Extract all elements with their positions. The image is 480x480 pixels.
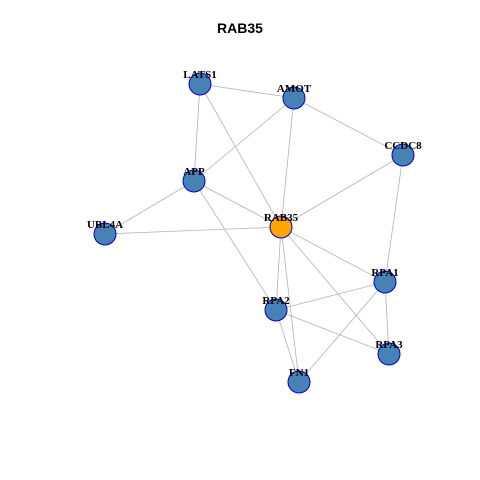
node-circle-ccdc8 — [391, 143, 415, 167]
edge-lats1-app — [193, 83, 201, 182]
node-circle-amot — [282, 86, 306, 110]
node-fn1: FN1 — [287, 367, 311, 394]
node-circle-app — [182, 169, 206, 193]
node-label-rpa2: RPA2 — [262, 295, 290, 307]
node-circle-ubl4a — [93, 222, 117, 246]
node-label-rpa1: RPA1 — [371, 267, 398, 279]
edge-rpa1-fn1 — [298, 281, 386, 383]
node-label-lats1: LATS1 — [183, 69, 216, 81]
node-app: APP — [182, 166, 206, 193]
edge-rpa2-fn1 — [275, 309, 300, 383]
node-circle-rab35 — [269, 215, 293, 239]
edge-ccdc8-rpa1 — [384, 154, 404, 283]
node-label-ccdc8: CCDC8 — [384, 140, 422, 152]
edge-app-ubl4a — [104, 180, 195, 235]
node-lats1: LATS1 — [183, 69, 217, 96]
node-label-rpa3: RPA3 — [375, 339, 403, 351]
edge-rab35-rpa3 — [280, 226, 390, 355]
node-rpa1: RPA1 — [371, 267, 399, 294]
node-ubl4a: UBL4A — [87, 219, 123, 246]
node-circle-rpa1 — [373, 270, 397, 294]
node-rpa3: RPA3 — [375, 339, 403, 366]
edge-rab35-rpa1 — [280, 226, 386, 283]
node-label-fn1: FN1 — [289, 367, 309, 379]
edge-lats1-rab35 — [199, 83, 282, 228]
edge-rab35-rpa2 — [275, 226, 282, 311]
edge-rpa1-rpa2 — [275, 281, 386, 311]
node-rpa2: RPA2 — [262, 295, 290, 322]
edge-rpa1-rpa3 — [384, 281, 390, 355]
edge-amot-rab35 — [280, 97, 295, 228]
node-label-app: APP — [183, 166, 205, 178]
node-circle-rpa3 — [377, 342, 401, 366]
edge-ccdc8-rab35 — [280, 154, 404, 228]
node-label-rab35: RAB35 — [264, 212, 299, 224]
edge-amot-ccdc8 — [293, 97, 404, 156]
node-circle-rpa2 — [264, 298, 288, 322]
node-amot: AMOT — [277, 83, 312, 110]
edge-lats1-amot — [199, 83, 295, 99]
node-label-ubl4a: UBL4A — [87, 219, 123, 231]
edge-ubl4a-rab35 — [104, 226, 282, 235]
edges-layer — [104, 83, 404, 383]
node-circle-lats1 — [188, 72, 212, 96]
node-circle-fn1 — [287, 370, 311, 394]
edge-rab35-fn1 — [280, 226, 300, 383]
edge-app-rab35 — [193, 180, 282, 228]
edge-app-rpa2 — [193, 180, 277, 311]
node-label-amot: AMOT — [277, 83, 312, 95]
edge-rpa2-rpa3 — [275, 309, 390, 355]
graph-title: RAB35 — [217, 20, 263, 36]
node-rab35: RAB35 — [264, 212, 299, 239]
node-ccdc8: CCDC8 — [384, 140, 422, 167]
edge-amot-app — [193, 97, 295, 182]
